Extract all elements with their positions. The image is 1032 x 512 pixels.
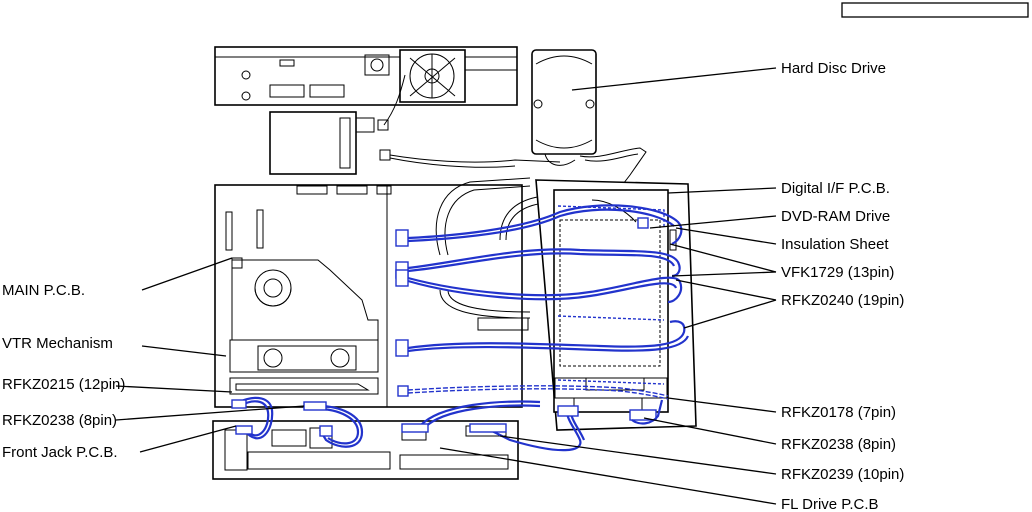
- hard-disc-drive: [531, 49, 647, 189]
- label-insulation-sheet: Insulation Sheet: [781, 236, 889, 253]
- label-vfk1729: VFK1729 (13pin): [781, 264, 894, 281]
- label-fl-drive-pcb: FL Drive P.C.B: [781, 496, 879, 512]
- dvd-ram-assembly: [535, 179, 697, 431]
- main-chassis: [214, 184, 523, 408]
- power-supply: [269, 74, 561, 175]
- label-rfkz0178: RFKZ0178 (7pin): [781, 404, 896, 421]
- label-rfkz0240: RFKZ0240 (19pin): [781, 292, 904, 309]
- label-hard-disc-drive: Hard Disc Drive: [781, 60, 886, 77]
- label-digital-if-pcb: Digital I/F P.C.B.: [781, 180, 890, 197]
- label-dvd-ram-drive: DVD-RAM Drive: [781, 208, 890, 225]
- label-front-jack-pcb: Front Jack P.C.B.: [2, 444, 118, 461]
- blue-cables: [231, 204, 690, 452]
- vtr-mechanism: [229, 339, 379, 373]
- label-rfkz0238-left: RFKZ0238 (8pin): [2, 412, 117, 429]
- header-box: [841, 2, 1029, 18]
- label-rfkz0238-right: RFKZ0238 (8pin): [781, 436, 896, 453]
- label-rfkz0239: RFKZ0239 (10pin): [781, 466, 904, 483]
- label-rfkz0215: RFKZ0215 (12pin): [2, 376, 125, 393]
- leader-lines: [115, 67, 777, 505]
- fan-icon: [399, 49, 466, 103]
- label-main-pcb: MAIN P.C.B.: [2, 282, 85, 299]
- top-unit: [214, 46, 518, 106]
- label-vtr-mechanism: VTR Mechanism: [2, 335, 113, 352]
